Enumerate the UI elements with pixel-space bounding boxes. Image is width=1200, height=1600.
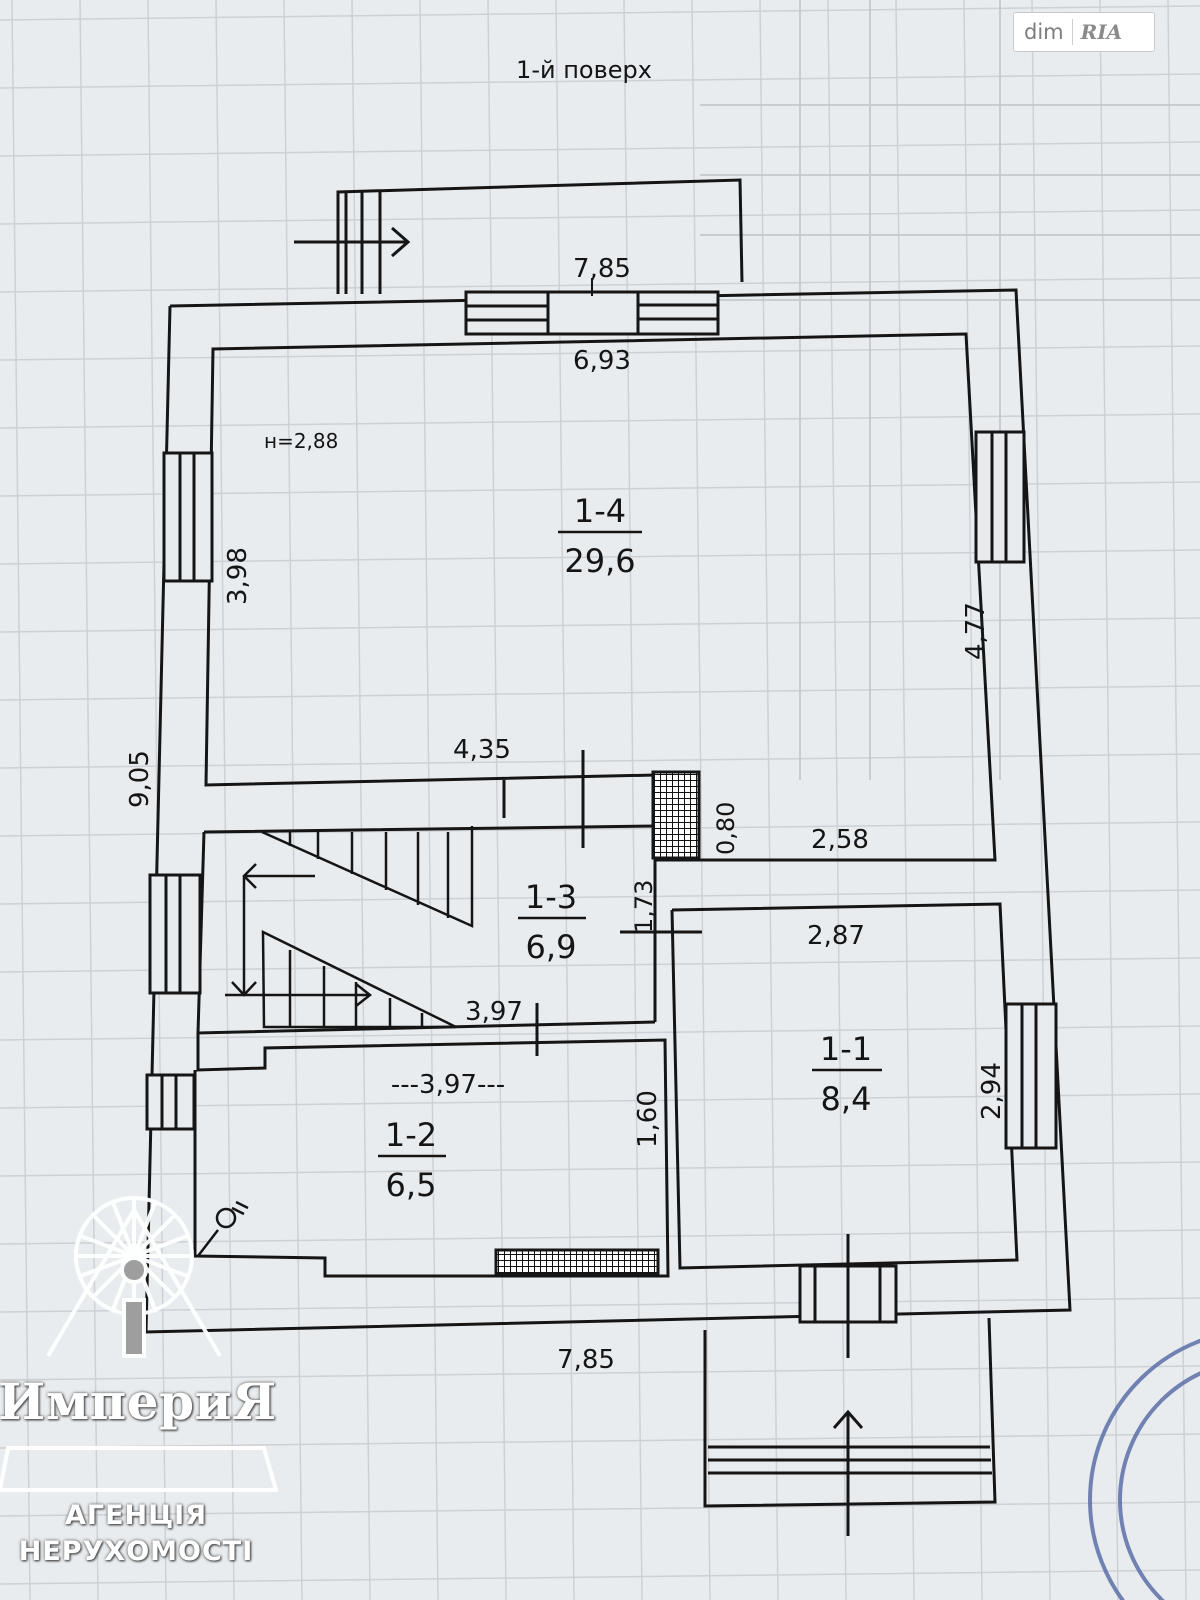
- room-label-1-2: 1-2 6,5: [378, 1116, 446, 1204]
- dim-room-1-2-width: ---3,97---: [391, 1070, 505, 1100]
- room-number: 1-3: [525, 878, 577, 916]
- room-label-1-3: 1-3 6,9: [518, 878, 586, 966]
- electrical-outlet: [197, 1200, 249, 1257]
- room-area: 29,6: [564, 542, 635, 580]
- grid-line: [0, 685, 1200, 701]
- staircase: [225, 826, 474, 1029]
- grid-line: [1099, 0, 1119, 1600]
- grid-line: [0, 1365, 1200, 1381]
- grid-line: [691, 0, 711, 1600]
- background-table: [700, 0, 1200, 780]
- heater-hatch: [494, 1248, 660, 1276]
- agency-logo-emblem: [0, 1196, 279, 1492]
- grid-line: [11, 0, 31, 1600]
- agency-logo-line1: АГЕНЦІЯ: [64, 1500, 208, 1531]
- grid-line: [0, 1297, 1200, 1313]
- dim-room-1-3-width: 3,97: [465, 997, 523, 1027]
- dim-ria-watermark: dim RIA: [1013, 12, 1155, 52]
- agency-logo-line2: НЕРУХОМОСТІ: [18, 1536, 254, 1567]
- watermark-separator: [1071, 19, 1073, 45]
- dim-chimney: 0,80: [712, 802, 740, 855]
- grid-line: [487, 0, 507, 1600]
- grid-line: [0, 821, 1200, 837]
- grid-line: [623, 0, 643, 1600]
- room-area: 6,5: [386, 1166, 437, 1204]
- porch-steps-bottom: [708, 1445, 992, 1475]
- dim-step-right: 2,58: [811, 825, 869, 855]
- ceiling-height: н=2,88: [264, 429, 338, 453]
- room-area: 8,4: [821, 1080, 872, 1118]
- grid-line: [555, 0, 575, 1600]
- grid-line: [0, 1025, 1200, 1041]
- room-label-1-1: 1-1 8,4: [812, 1030, 882, 1118]
- grid-line: [895, 0, 915, 1600]
- grid-line: [419, 0, 439, 1600]
- grid-line: [0, 413, 1200, 429]
- room-number: 1-2: [385, 1116, 437, 1154]
- dim-bottom-outer: 7,85: [557, 1345, 615, 1375]
- dim-room-1-4-left: 3,98: [223, 547, 253, 605]
- dim-room-1-3-height: 1,73: [630, 880, 658, 933]
- dim-room-1-4-bottom: 4,35: [453, 735, 511, 765]
- grid-line: [283, 0, 303, 1600]
- grid-line: [79, 0, 99, 1600]
- grid-line: [0, 209, 1200, 225]
- room-number: 1-4: [574, 492, 626, 530]
- dim-top-outer: 7,85: [573, 254, 631, 284]
- grid-line: [0, 753, 1200, 769]
- grid-line: [0, 1093, 1200, 1109]
- grid-line: [1031, 0, 1051, 1600]
- grid-line: [759, 0, 779, 1600]
- grid-line: [963, 0, 983, 1600]
- grid-line: [1167, 0, 1187, 1600]
- dim-room-1-1-width: 2,87: [807, 921, 865, 951]
- grid-line: [0, 1501, 1200, 1517]
- watermark-dim: dim: [1024, 20, 1064, 44]
- dim-left-outer: 9,05: [125, 750, 155, 808]
- grid-line: [0, 1569, 1200, 1585]
- dim-room-1-2-height: 1,60: [633, 1090, 663, 1148]
- dim-room-1-1-height: 2,94: [977, 1062, 1007, 1120]
- chimney-hatch: [651, 770, 701, 860]
- room-number: 1-1: [820, 1030, 872, 1068]
- grid-line: [0, 617, 1200, 633]
- grid-line: [215, 0, 235, 1600]
- grid-line: [0, 141, 1200, 157]
- grid-line: [0, 1161, 1200, 1177]
- grid-line: [827, 0, 847, 1600]
- entrance-arrows: [294, 226, 864, 1536]
- floor-title: 1-й поверх: [516, 56, 652, 84]
- dim-top-inner: 6,93: [573, 346, 631, 376]
- room-label-1-4: 1-4 29,6: [558, 492, 642, 580]
- room-area: 6,9: [526, 928, 577, 966]
- agency-logo-name: ИмпериЯ: [0, 1372, 277, 1431]
- grid-line: [0, 1229, 1200, 1245]
- watermark-ria: RIA: [1080, 20, 1123, 44]
- grid-line: [0, 1433, 1200, 1449]
- official-stamp: [1088, 1338, 1200, 1600]
- dim-room-1-4-right: 4,77: [961, 602, 991, 660]
- grid-line: [351, 0, 371, 1600]
